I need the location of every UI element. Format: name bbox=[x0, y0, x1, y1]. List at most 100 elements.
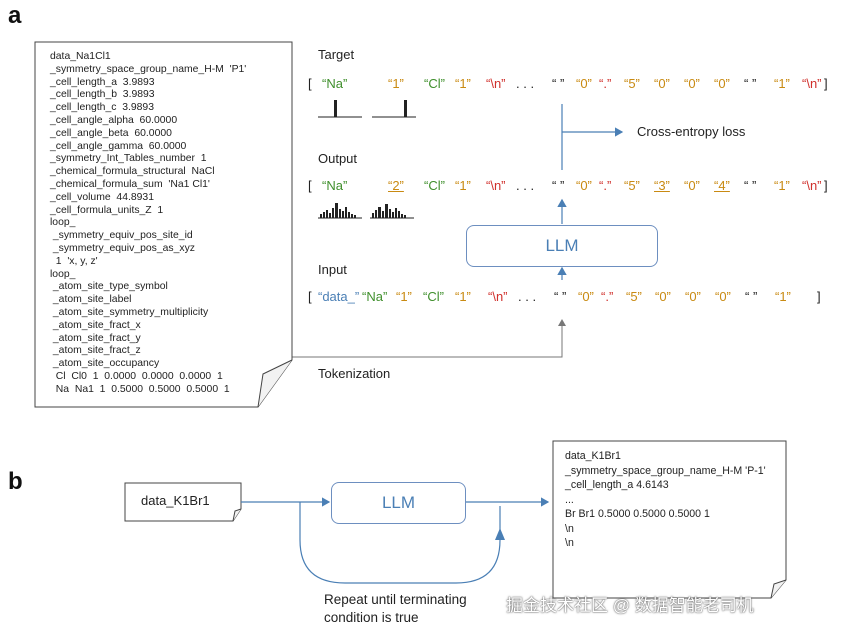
output-token: “Na” bbox=[322, 178, 348, 193]
input-token: “0” bbox=[578, 289, 594, 304]
cif-line: _atom_site_fract_x bbox=[50, 319, 141, 331]
cif-line: _atom_site_symmetry_multiplicity bbox=[50, 306, 209, 318]
target-token: “Na” bbox=[322, 76, 348, 91]
output-token: “\n” bbox=[486, 178, 506, 193]
target-token: “\n” bbox=[802, 76, 822, 91]
input-token: “5” bbox=[626, 289, 642, 304]
target-token: “1” bbox=[774, 76, 790, 91]
generated-document-fold bbox=[770, 579, 787, 599]
target-token-row: [ “Na” “1” “Cl” “1” “\n” . . . “ ” “0” “.” “5” “0” “… bbox=[308, 76, 833, 96]
cif-line: _atom_site_type_symbol bbox=[50, 281, 168, 293]
target-token: “0” bbox=[714, 76, 730, 91]
input-token: “0” bbox=[655, 289, 671, 304]
prompt-document-fold bbox=[232, 508, 242, 522]
generated-line: \n bbox=[565, 537, 574, 549]
target-token: [ bbox=[308, 76, 312, 91]
repeat-loop-arrow bbox=[299, 502, 501, 584]
cif-line: _cell_volume 44.8931 bbox=[50, 191, 154, 203]
prompt-text: data_K1Br1 bbox=[141, 493, 210, 508]
input-token: ] bbox=[817, 289, 821, 304]
generated-line: _cell_length_a 4.6143 bbox=[565, 479, 669, 491]
output-token: “ ” bbox=[552, 178, 565, 193]
target-distribution-na bbox=[318, 100, 362, 118]
cif-line: Cl Cl0 1 0.0000 0.0000 0.0000 1 bbox=[50, 370, 223, 382]
input-label: Input bbox=[318, 262, 347, 277]
cif-line: _cell_angle_alpha 60.0000 bbox=[50, 114, 178, 126]
input-token: “Na” bbox=[362, 289, 388, 304]
llm-box: LLM bbox=[466, 225, 658, 267]
cif-line: _symmetry_equiv_pos_site_id bbox=[50, 230, 193, 242]
input-token: [ bbox=[308, 289, 312, 304]
input-token: “Cl” bbox=[423, 289, 444, 304]
output-token-row: [ “Na” “2” “Cl” “1” “\n” . . . “ ” “0” “.” “5” “3” “… bbox=[308, 178, 833, 198]
output-token: “3” bbox=[654, 178, 670, 193]
target-token: “0” bbox=[654, 76, 670, 91]
output-token: ] bbox=[824, 178, 828, 193]
llm-box-b: LLM bbox=[331, 482, 466, 524]
tokenization-label: Tokenization bbox=[318, 366, 391, 381]
cif-line: _atom_site_fract_z bbox=[50, 345, 141, 357]
target-token: ] bbox=[824, 76, 828, 91]
cif-line: _cell_length_c 3.9893 bbox=[50, 102, 154, 114]
input-token: “.” bbox=[601, 289, 614, 304]
cif-line: _cell_angle_beta 60.0000 bbox=[50, 127, 172, 139]
output-token: “5” bbox=[624, 178, 640, 193]
input-token: “\n” bbox=[488, 289, 508, 304]
target-distribution-1 bbox=[372, 100, 416, 118]
generated-line: \n bbox=[565, 522, 574, 535]
input-token: “data_” bbox=[318, 289, 360, 304]
output-token: “1” bbox=[455, 178, 471, 193]
output-token: “Cl” bbox=[424, 178, 445, 193]
output-token: “0” bbox=[576, 178, 592, 193]
cif-line: 1 'x, y, z' bbox=[50, 255, 98, 267]
output-distribution-na bbox=[318, 203, 362, 219]
output-token: [ bbox=[308, 178, 312, 193]
target-token: . . . bbox=[516, 76, 535, 91]
output-token: “\n” bbox=[802, 178, 822, 193]
input-token: . . . bbox=[518, 289, 537, 304]
cif-line: _atom_site_label bbox=[50, 294, 132, 306]
watermark: 掘金技术社区 @ 数据智能老司机 bbox=[506, 596, 754, 615]
output-token: “.” bbox=[599, 178, 612, 193]
input-token: “0” bbox=[685, 289, 701, 304]
output-token: “0” bbox=[684, 178, 700, 193]
cif-line: _atom_site_fract_y bbox=[50, 332, 141, 344]
target-token: “.” bbox=[599, 76, 612, 91]
cif-line: _cell_length_b 3.9893 bbox=[50, 89, 155, 101]
cif-line: _atom_site_occupancy bbox=[50, 358, 160, 370]
cif-line: _cell_length_a 3.9893 bbox=[50, 76, 155, 88]
cif-document-fold bbox=[257, 359, 293, 408]
output-token: “2” bbox=[388, 178, 404, 193]
output-token: “1” bbox=[774, 178, 790, 193]
cif-line: _chemical_formula_sum 'Na1 Cl1' bbox=[50, 178, 210, 190]
generated-line: _symmetry_space_group_name_H-M 'P-1' bbox=[565, 464, 766, 477]
cif-line: data_Na1Cl1 bbox=[50, 51, 111, 62]
output-token: . . . bbox=[516, 178, 535, 193]
cif-line: _symmetry_Int_Tables_number 1 bbox=[50, 153, 207, 165]
generated-line: Br Br1 0.5000 0.5000 0.5000 1 bbox=[565, 508, 710, 520]
target-label: Target bbox=[318, 47, 355, 62]
input-token: “ ” bbox=[554, 289, 567, 304]
target-token: “\n” bbox=[486, 76, 506, 91]
cif-line: _symmetry_equiv_pos_as_xyz bbox=[50, 242, 195, 254]
cif-document: data_Na1Cl1_symmetry_space_group_name_H-… bbox=[50, 51, 246, 397]
target-token: “0” bbox=[684, 76, 700, 91]
cross-entropy-loss-label: Cross-entropy loss bbox=[637, 124, 746, 139]
target-token: “0” bbox=[576, 76, 592, 91]
output-distribution-2 bbox=[370, 204, 414, 219]
repeat-loop-label: Repeat until terminating condition is tr… bbox=[324, 591, 467, 627]
target-token: “5” bbox=[624, 76, 640, 91]
repeat-loop-head bbox=[495, 528, 505, 540]
target-token: “ ” bbox=[744, 76, 757, 91]
repeat-loop-label-line1: Repeat until terminating bbox=[324, 592, 467, 607]
panel-label-b: b bbox=[8, 468, 23, 495]
panel-label-a: a bbox=[8, 2, 22, 29]
output-token: “4” bbox=[714, 178, 730, 193]
input-token: “0” bbox=[715, 289, 731, 304]
target-token: “1” bbox=[388, 76, 404, 91]
tokenization-arrow bbox=[292, 319, 566, 358]
cif-line: loop_ bbox=[50, 217, 76, 229]
generated-line: ... bbox=[565, 493, 574, 506]
target-token: “Cl” bbox=[424, 76, 445, 91]
